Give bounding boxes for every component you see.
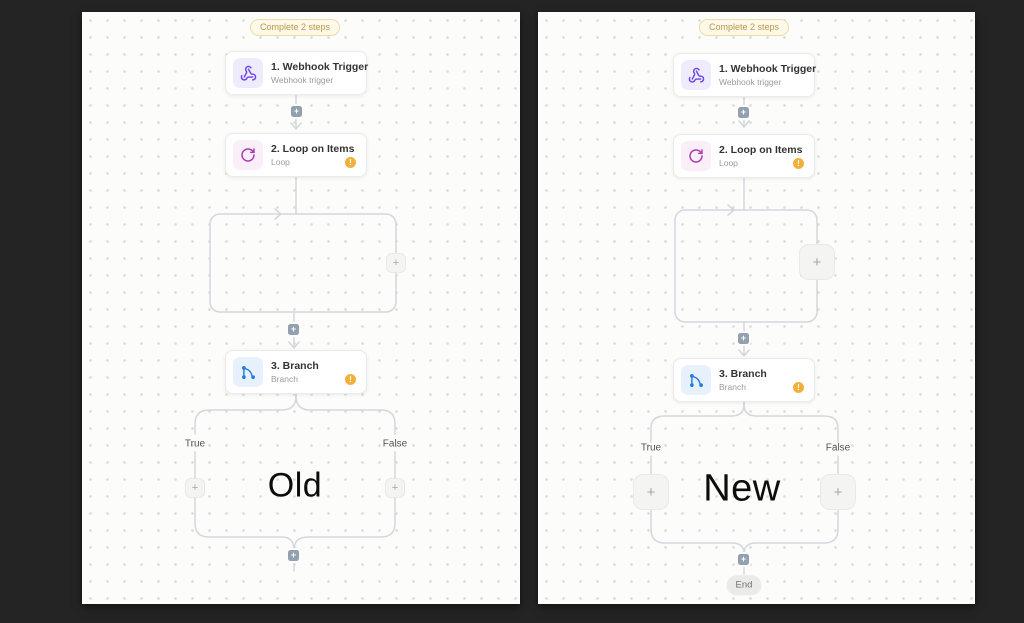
node-title: 1. Webhook Trigger	[719, 63, 817, 75]
add-loop-step-button[interactable]: +	[386, 253, 406, 273]
insert-step-button[interactable]: +	[288, 550, 299, 561]
node-title: 2. Loop on Items	[271, 143, 355, 155]
flow-canvas-old[interactable]: Complete 2 steps 1. Webhook Trigger Webh…	[82, 12, 520, 604]
panel-caption-new: New	[703, 467, 781, 510]
node-title: 3. Branch	[719, 368, 767, 380]
node-subtitle: Webhook trigger	[271, 75, 334, 85]
warning-icon: !	[793, 158, 804, 169]
node-branch[interactable]: 3. Branch Branch !	[673, 358, 815, 402]
warning-icon: !	[345, 157, 356, 168]
node-title: 2. Loop on Items	[719, 144, 803, 156]
node-loop-on-items[interactable]: 2. Loop on Items Loop !	[225, 133, 367, 177]
flow-canvas-new[interactable]: Complete 2 steps 1. Webhook Trigger Webh…	[538, 12, 975, 604]
add-false-step-button[interactable]: +	[820, 474, 856, 510]
node-subtitle: Loop	[271, 157, 290, 167]
branch-icon	[681, 365, 711, 395]
insert-step-button[interactable]: +	[291, 106, 302, 117]
progress-chip[interactable]: Complete 2 steps	[249, 19, 341, 36]
node-subtitle: Branch	[719, 382, 746, 392]
node-subtitle: Loop	[719, 158, 738, 168]
node-webhook-trigger[interactable]: 1. Webhook Trigger Webhook trigger	[673, 53, 817, 97]
warning-icon: !	[345, 374, 356, 385]
add-true-step-button[interactable]: +	[185, 478, 205, 498]
connector-lines	[194, 94, 397, 572]
node-title: 3. Branch	[271, 360, 319, 372]
branch-icon	[233, 357, 263, 387]
add-true-step-button[interactable]: +	[633, 474, 669, 510]
insert-step-button[interactable]: +	[738, 333, 749, 344]
add-false-step-button[interactable]: +	[385, 478, 405, 498]
branch-false-label: False	[825, 442, 851, 454]
flow-end-badge: End	[726, 575, 762, 595]
progress-chip[interactable]: Complete 2 steps	[698, 19, 790, 36]
branch-true-label: True	[640, 442, 662, 454]
add-loop-step-button[interactable]: +	[799, 244, 835, 280]
connector-lines	[650, 96, 839, 575]
panel-caption-old: Old	[267, 466, 323, 505]
insert-step-button[interactable]: +	[288, 324, 299, 335]
branch-false-label: False	[382, 438, 408, 450]
node-subtitle: Webhook trigger	[719, 77, 782, 87]
loop-icon	[681, 141, 711, 171]
node-subtitle: Branch	[271, 374, 298, 384]
branch-true-label: True	[184, 438, 206, 450]
insert-step-button[interactable]: +	[738, 554, 749, 565]
webhook-icon	[233, 58, 263, 88]
node-title: 1. Webhook Trigger	[271, 61, 369, 73]
node-webhook-trigger[interactable]: 1. Webhook Trigger Webhook trigger	[225, 51, 369, 95]
insert-step-button[interactable]: +	[738, 107, 749, 118]
node-branch[interactable]: 3. Branch Branch !	[225, 350, 367, 394]
node-loop-on-items[interactable]: 2. Loop on Items Loop !	[673, 134, 815, 178]
warning-icon: !	[793, 382, 804, 393]
loop-icon	[233, 140, 263, 170]
webhook-icon	[681, 60, 711, 90]
